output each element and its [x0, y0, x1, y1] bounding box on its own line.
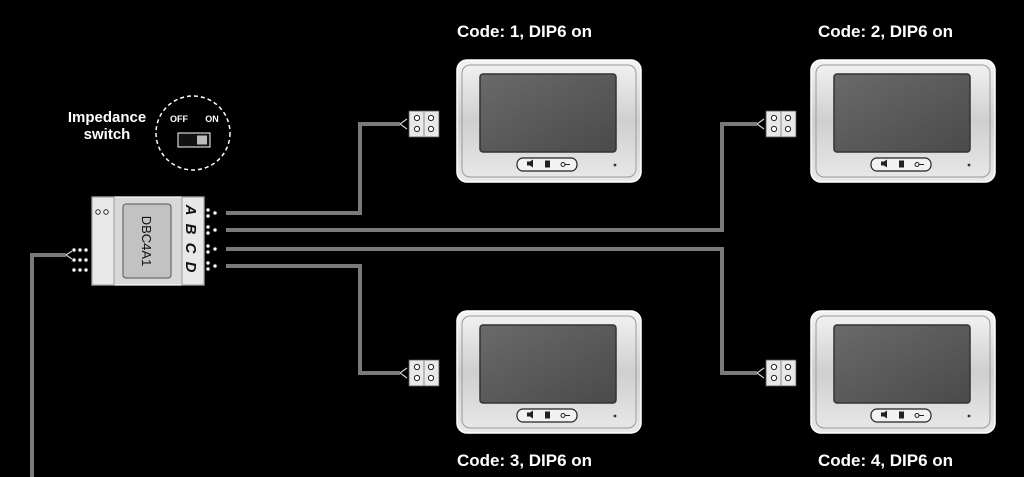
wire-b	[226, 122, 757, 232]
impedance-switch-on-label: ON	[205, 114, 219, 124]
distributor-label-panel	[122, 203, 172, 279]
terminal-block-1	[408, 110, 440, 138]
port-label-b: B	[182, 224, 199, 235]
wire-forks	[65, 118, 765, 379]
terminal-block-4	[765, 359, 797, 387]
impedance-switch-title-line1: Impedance	[68, 109, 146, 126]
terminal-block-2	[765, 110, 797, 138]
port-label-a: A	[182, 204, 199, 216]
distributor-input-terminals	[71, 247, 89, 273]
impedance-switch-title-line2: switch	[84, 126, 131, 143]
port-label-c: C	[182, 243, 199, 255]
monitor-4	[810, 310, 996, 434]
wires	[30, 122, 757, 477]
monitor-1	[456, 59, 642, 183]
impedance-switch-off-label: OFF	[170, 114, 188, 124]
wire-a	[226, 122, 400, 215]
monitor-2-label: Code: 2, DIP6 on	[818, 22, 953, 41]
monitor-1-label: Code: 1, DIP6 on	[457, 22, 592, 41]
port-label-d: D	[182, 262, 199, 273]
monitor-2	[810, 59, 996, 183]
wire-d	[226, 264, 400, 375]
wire-c	[226, 247, 757, 375]
terminal-block-3	[408, 359, 440, 387]
impedance-switch-outline	[155, 95, 231, 171]
wire-input	[30, 253, 66, 477]
impedance-switch-knob	[197, 135, 207, 145]
monitor-3	[456, 310, 642, 434]
distributor-output-terminals	[205, 207, 218, 272]
distributor-dbc4a1: DBC4A1 A B C D	[91, 196, 205, 286]
monitor-3-label: Code: 3, DIP6 on	[457, 451, 592, 470]
distributor-model-label: DBC4A1	[139, 216, 154, 267]
impedance-switch: OFF ON	[155, 95, 231, 171]
monitor-4-label: Code: 4, DIP6 on	[818, 451, 953, 470]
